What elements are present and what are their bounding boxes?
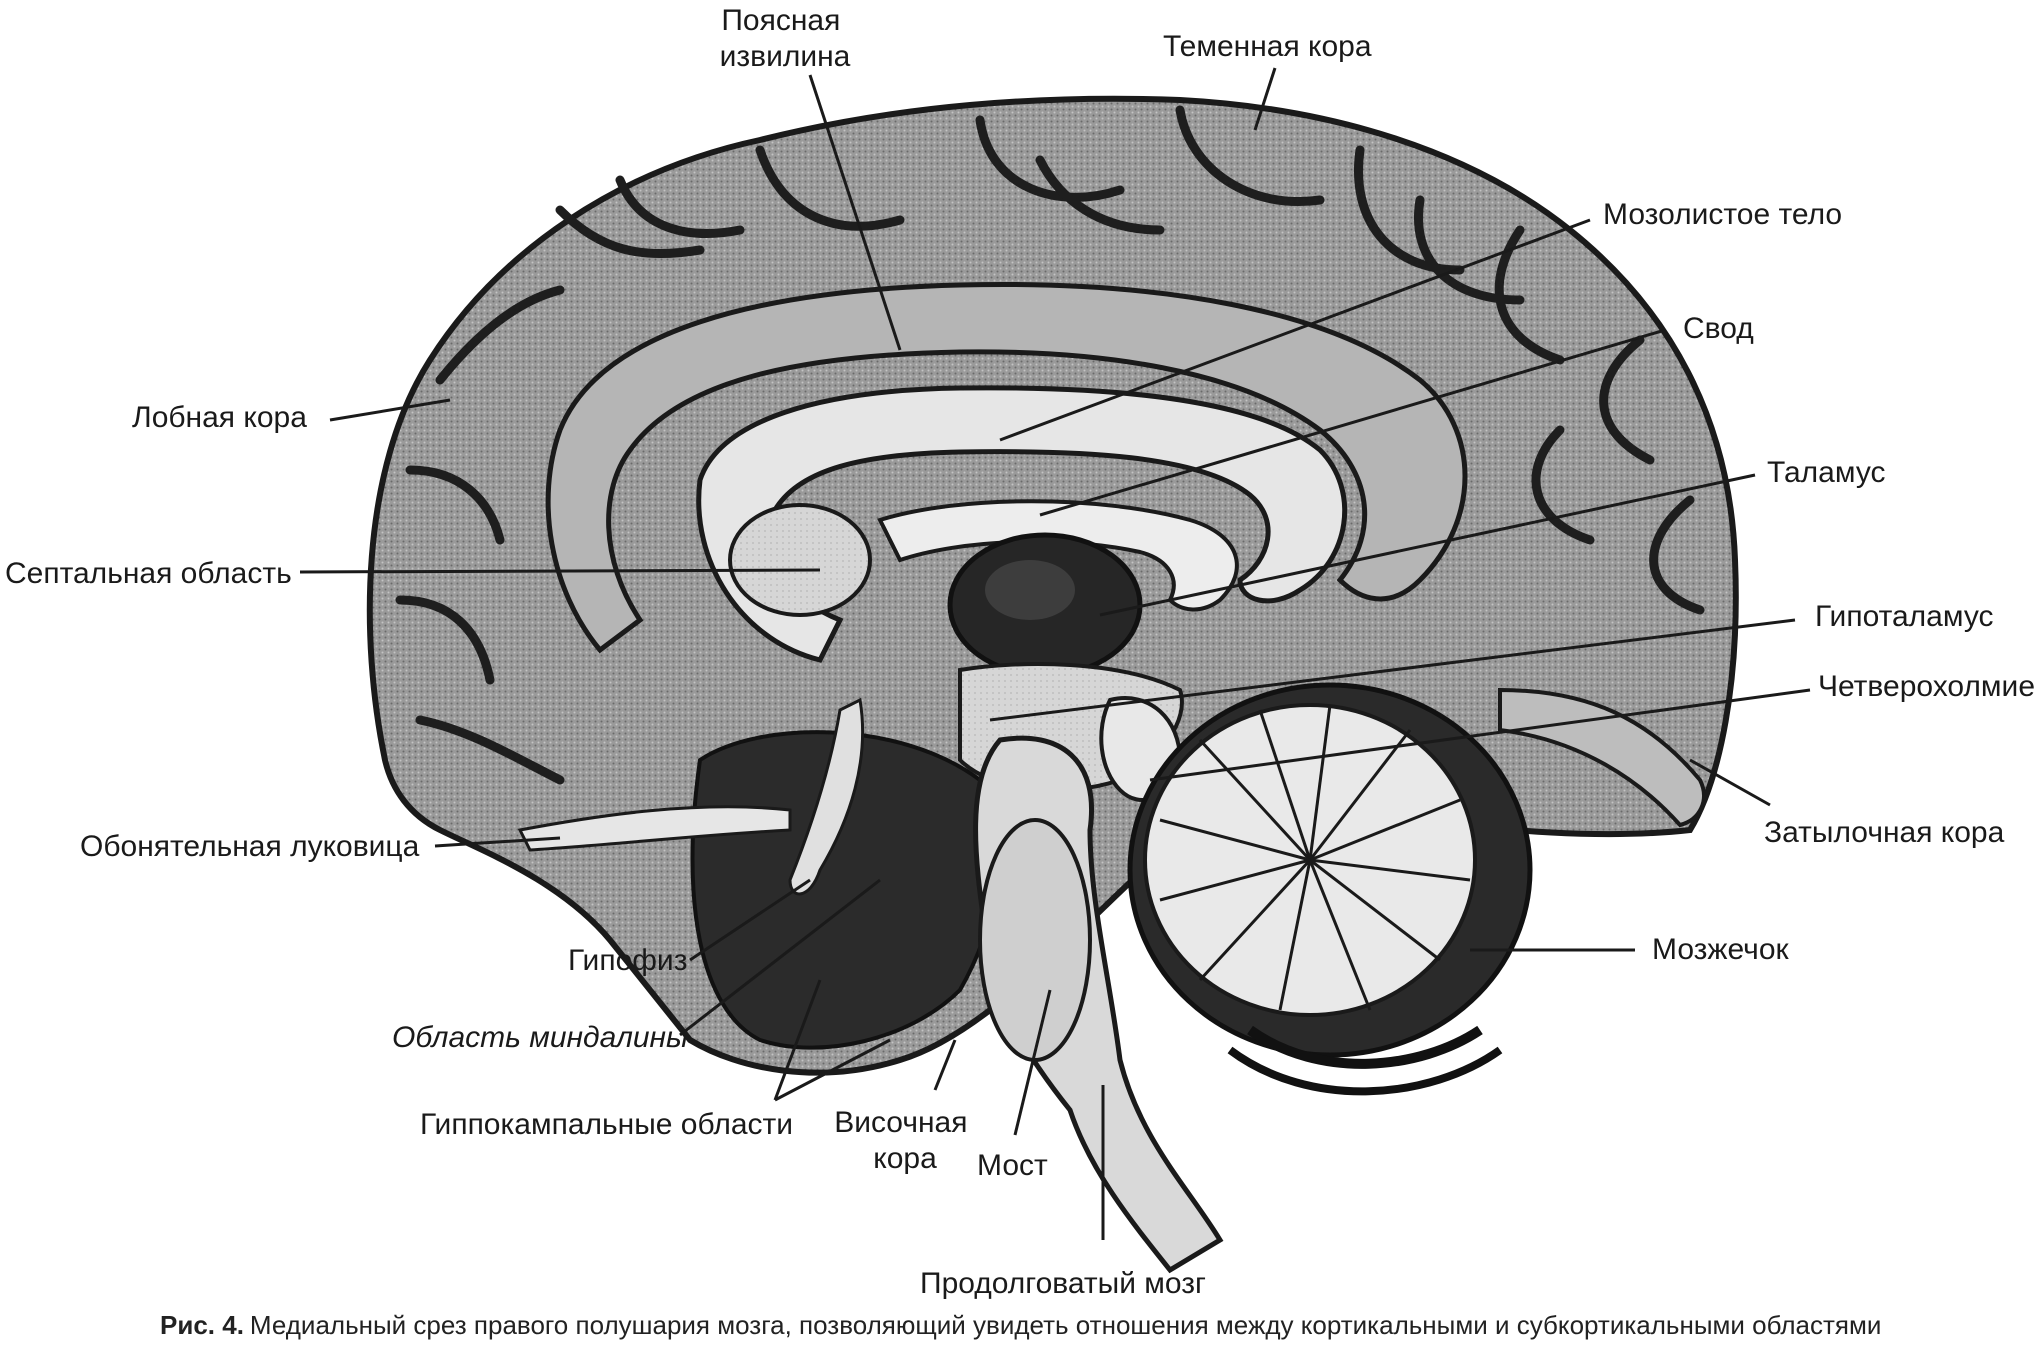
pons-shape (978, 818, 1092, 1062)
leader-amygdala (679, 878, 881, 1037)
leader-cingulate (808, 74, 902, 351)
label-cerebellum: Мозжечок (1652, 933, 1790, 966)
leader-fornix (1039, 328, 1666, 517)
leader-temporal (933, 1039, 957, 1091)
label-temporal: Височная кора (834, 1106, 976, 1175)
leader-corpus-callosum (999, 218, 1591, 442)
label-frontal: Лобная кора (132, 401, 307, 434)
label-amygdala: Область миндалины (392, 1021, 688, 1054)
figure-caption: Рис. 4.Медиальный срез правого полушария… (160, 1310, 2020, 1341)
labels: Поясная извилина Теменная кора Мозолисто… (5, 4, 2035, 1300)
cortical-gyri (395, 105, 1705, 785)
label-thalamus: Таламус (1767, 456, 1885, 489)
label-hypothalamus: Гипоталамус (1815, 600, 1994, 633)
label-quadrigemina: Четверохолмие (1818, 670, 2035, 703)
caption-number: Рис. 4. (160, 1310, 244, 1340)
leader-pituitary (689, 878, 811, 962)
caption-text: Медиальный срез правого полушария мозга,… (249, 1310, 1882, 1340)
cerebellum-shape (1127, 682, 1533, 1096)
label-corpus-callosum: Мозолистое тело (1603, 198, 1842, 231)
leader-frontal (329, 398, 451, 422)
leader-occipital (1689, 758, 1771, 807)
label-medulla: Продолговатый мозг (920, 1267, 1206, 1300)
leader-hippocampal-b (774, 1038, 891, 1102)
leader-hypothalamus (989, 618, 1796, 722)
occipital-band (1498, 687, 1706, 828)
leader-thalamus (1099, 473, 1756, 617)
pituitary-shape (788, 697, 865, 896)
label-pituitary: Гипофиз (568, 944, 687, 977)
label-fornix: Свод (1683, 312, 1754, 345)
olfactory-bulb-shape (517, 805, 792, 852)
leader-hippocampal-a (773, 979, 822, 1101)
leader-parietal (1253, 67, 1277, 131)
leader-lines (299, 67, 1811, 1240)
label-parietal: Теменная кора (1163, 30, 1372, 63)
brain-drawing (366, 95, 1739, 1274)
leader-pons (1013, 989, 1052, 1136)
leader-olfactory (434, 836, 561, 848)
leader-quadrigemina (1149, 688, 1811, 782)
label-hippocampal: Гиппокампальные области (420, 1108, 793, 1141)
cingulate-gyrus-band (545, 281, 1468, 654)
leader-septal (299, 568, 821, 574)
label-pons: Мост (977, 1149, 1048, 1182)
label-cingulate: Поясная извилина (720, 4, 851, 73)
septal-region-shape (728, 503, 872, 617)
label-occipital: Затылочная кора (1764, 816, 2005, 849)
label-septal: Септальная область (5, 557, 292, 590)
label-olfactory: Обонятельная луковица (80, 830, 420, 863)
